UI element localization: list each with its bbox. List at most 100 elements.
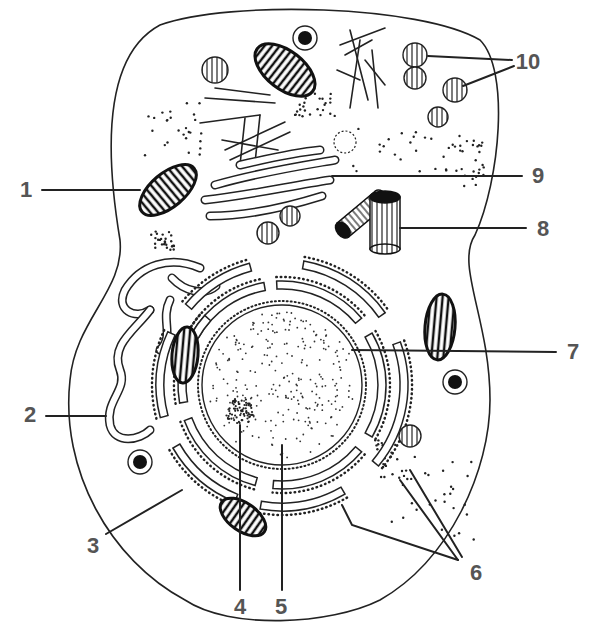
chromatin-dot xyxy=(288,329,290,331)
chromatin-dot xyxy=(298,403,300,405)
nucleolus xyxy=(225,398,253,424)
ribosome-dot xyxy=(160,238,162,240)
leader-lines xyxy=(42,56,556,590)
ribosome-dot xyxy=(424,472,426,474)
chromatin-dot xyxy=(212,387,214,389)
chromatin-dot xyxy=(243,343,245,345)
lysosomes xyxy=(202,43,467,447)
ribosome-dot xyxy=(171,245,173,247)
nucleolus-dot xyxy=(251,411,253,413)
chromatin-dot xyxy=(237,371,239,373)
chromatin-dot xyxy=(289,324,291,326)
chromatin-dot xyxy=(279,313,281,315)
ribosome-dot xyxy=(458,532,460,534)
ribosome-dot xyxy=(391,473,393,475)
chromatin-dot xyxy=(216,364,218,366)
er-cisterna xyxy=(186,263,252,309)
chromatin-dot xyxy=(283,377,285,379)
chromatin-dot xyxy=(236,391,238,393)
ribosome-dot xyxy=(321,98,323,100)
ribosome-dot xyxy=(154,247,156,249)
chromatin-dot xyxy=(332,379,334,381)
ribosome-dot xyxy=(314,93,316,95)
chromatin-dot xyxy=(319,397,321,399)
ribosome-dot xyxy=(445,169,447,171)
chromatin-dot xyxy=(253,322,255,324)
ribosome-dot xyxy=(150,234,152,236)
nucleolus-dot xyxy=(241,400,243,402)
chromatin-dot xyxy=(286,353,288,355)
ribosome-dot xyxy=(299,104,301,106)
ribosome-dot xyxy=(478,168,480,170)
ribosome-dot xyxy=(303,102,305,104)
chromatin-dot xyxy=(237,396,239,398)
ribosome-dot xyxy=(170,117,172,119)
nucleolus-dot xyxy=(245,411,247,413)
callout-number: 4 xyxy=(234,596,246,618)
ribosome-dot xyxy=(434,499,436,501)
ribosome-dot xyxy=(194,119,196,121)
chromatin-dot xyxy=(286,343,288,345)
chromatin-dot xyxy=(260,400,262,402)
mitochondria xyxy=(131,33,458,543)
nucleolus-dot xyxy=(242,410,244,412)
ribosome-dot xyxy=(396,458,398,460)
ribosome-dot xyxy=(459,145,461,147)
er-ribosomes xyxy=(259,498,347,515)
nucleolus-dot xyxy=(236,416,238,418)
chromatin-dot xyxy=(333,363,335,365)
nucleolus-dot xyxy=(225,414,227,416)
nucleolus-dot xyxy=(238,421,240,423)
chromatin-dot xyxy=(340,377,342,379)
ribosome-dot xyxy=(419,170,421,172)
ribosome-dot xyxy=(481,141,483,143)
ribosome-dot xyxy=(182,133,184,135)
ribosome-dot xyxy=(329,97,331,99)
chromatin-dot xyxy=(271,314,273,316)
nucleolus-dot xyxy=(243,407,245,409)
nucleus xyxy=(198,301,366,469)
ribosome-dot xyxy=(147,115,149,117)
cytoskeleton xyxy=(200,28,385,165)
chromatin-dot xyxy=(261,363,263,365)
chromatin-dot xyxy=(243,400,245,402)
chromatin-dot xyxy=(305,320,307,322)
chromatin-dot xyxy=(306,365,308,367)
ribosome-dot xyxy=(330,93,332,95)
chromatin-dot xyxy=(258,437,260,439)
chromatin-dot xyxy=(302,338,304,340)
chromatin-dot xyxy=(235,344,237,346)
nucleolus-dot xyxy=(229,407,231,409)
chromatin-dot xyxy=(255,385,257,387)
chromatin-dot xyxy=(318,443,320,445)
chromatin-dot xyxy=(336,424,338,426)
chromatin-dot xyxy=(293,419,295,421)
chromatin-dot xyxy=(283,319,285,321)
ribosome-dot xyxy=(169,249,171,251)
chromatin-dot xyxy=(219,369,221,371)
nucleolus-dot xyxy=(245,399,247,401)
chromatin-dot xyxy=(316,334,318,336)
chromatin-dot xyxy=(210,401,212,403)
nucleolus-dot xyxy=(229,413,231,415)
ribosome-dot xyxy=(296,110,298,112)
chromatin-dot xyxy=(309,422,311,424)
chromatin-dot xyxy=(245,352,247,354)
chromatin-dot xyxy=(298,379,300,381)
chromatin-dot xyxy=(304,348,306,350)
golgi-apparatus xyxy=(205,150,335,216)
chromatin-dot xyxy=(252,345,254,347)
ribosome-dot xyxy=(193,113,195,115)
chromatin-dot xyxy=(334,400,336,402)
ribosome-dot xyxy=(170,234,172,236)
ribosome-dot xyxy=(316,108,318,110)
chromatin-dot xyxy=(321,386,323,388)
chromatin-dot xyxy=(285,397,287,399)
chromatin-dot xyxy=(298,378,300,380)
chromatin-dot xyxy=(216,367,218,369)
chromatin-dot xyxy=(253,328,255,330)
ribosome-dot xyxy=(151,130,153,132)
chromatin-dot xyxy=(268,393,270,395)
nucleolus-dot xyxy=(249,416,251,418)
ribosome-dot xyxy=(186,102,188,104)
